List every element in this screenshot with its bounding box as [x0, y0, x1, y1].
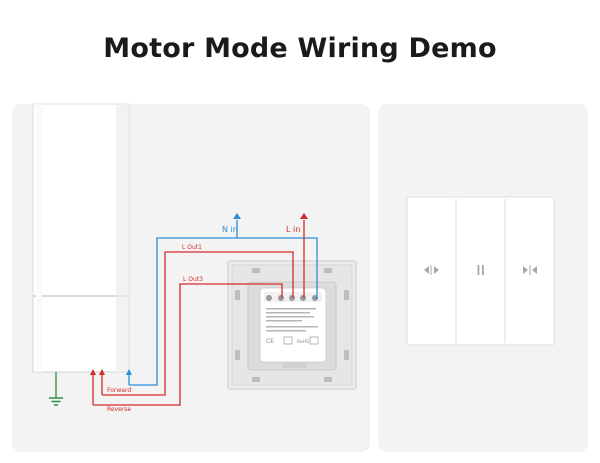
curtain-motor — [32, 103, 130, 373]
l-out3-label: L Out3 — [183, 276, 203, 283]
recycle-icon — [309, 336, 319, 345]
motor-leads — [90, 369, 132, 405]
close-icon — [523, 265, 537, 275]
forward-label: Forward — [107, 387, 131, 394]
n-in-wire — [129, 213, 318, 386]
cert-mark-icon — [283, 336, 293, 345]
ce-mark: CE — [266, 338, 274, 345]
reverse-label: Reverse — [107, 406, 131, 413]
wall-switch-front — [406, 196, 555, 346]
page-title: Motor Mode Wiring Demo — [103, 33, 497, 64]
l-out1-label: L Out1 — [182, 244, 202, 251]
rohs-mark: RoHS — [297, 339, 309, 345]
ground-icon — [49, 372, 63, 406]
l-in-label: L in — [286, 225, 300, 234]
l-in-wire — [300, 213, 308, 298]
l-out1-wire — [102, 251, 294, 396]
open-icon — [424, 265, 439, 275]
l-out3-wire — [93, 283, 283, 406]
pause-icon — [477, 265, 484, 275]
n-in-label: N in — [222, 225, 238, 234]
switch-module: CE RoHS — [227, 260, 357, 390]
